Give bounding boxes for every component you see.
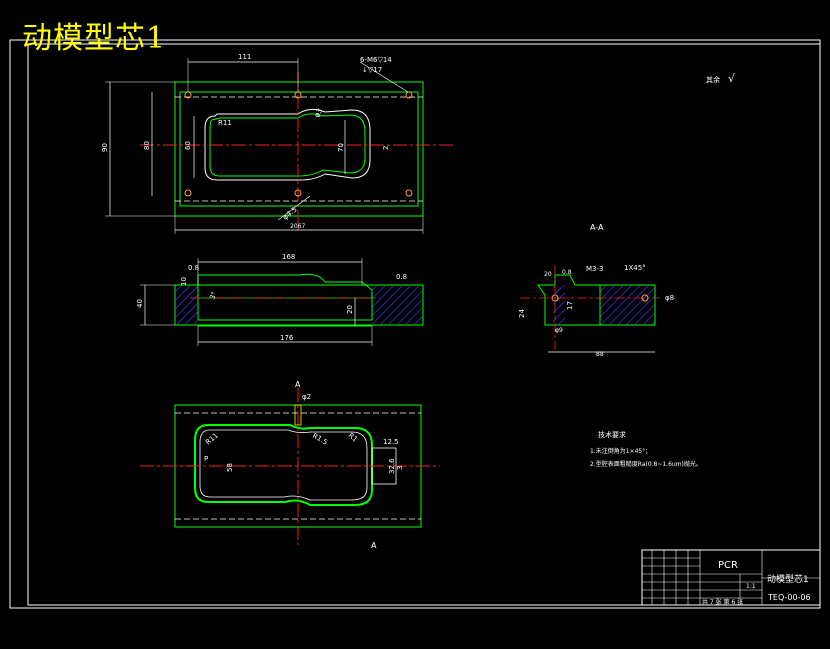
roughness-corner: 其余 √ bbox=[706, 72, 736, 85]
bottom-label-a-top: A bbox=[295, 380, 301, 389]
top-phi: φ3 bbox=[313, 107, 324, 119]
bottom-radius-1: R11 bbox=[204, 432, 220, 447]
detail-view: A-A 88 20 0.8 M3-3 1X45° 24 17 φ8 φ9 bbox=[518, 223, 674, 358]
section-profile bbox=[197, 273, 373, 321]
title-block-part-name: 动模型芯1 bbox=[767, 573, 809, 585]
detail-dim-b: 0.8 bbox=[562, 269, 572, 276]
bottom-dim-p: P bbox=[204, 455, 208, 463]
section-base bbox=[174, 284, 424, 326]
bottom-top-callout: φ2 bbox=[302, 393, 311, 401]
depth-callout: ↓▽17 bbox=[362, 66, 382, 74]
bottom-callout: φ4.5 bbox=[281, 206, 298, 222]
roughness-left: 0.8 bbox=[188, 264, 199, 272]
title-block-drawing-number: TEQ-00-06 bbox=[767, 593, 811, 602]
inner-frame bbox=[27, 43, 821, 606]
bottom-dim-right-3: 3 bbox=[396, 466, 404, 470]
detail-profile bbox=[537, 274, 601, 326]
note-item: 1.未注倒角为1×45°； bbox=[590, 447, 651, 455]
top-dim-right: 70 bbox=[337, 143, 345, 152]
section-dim-left: 40 bbox=[136, 299, 144, 308]
roughness-symbol-icon: √ bbox=[728, 72, 736, 85]
bottom-dim-right-2: 32.6 bbox=[388, 458, 396, 474]
bottom-dim-right-1: 12.5 bbox=[383, 438, 399, 446]
top-dim-inner: 60 bbox=[184, 141, 192, 150]
top-dim-slot: 2 bbox=[382, 146, 390, 150]
section-dim-right: 20 bbox=[346, 305, 354, 314]
screw-hole-icon bbox=[184, 189, 192, 197]
detail-title: A-A bbox=[590, 223, 604, 232]
detail-hole-icon bbox=[641, 294, 649, 302]
bottom-dim-left: 58 bbox=[226, 463, 234, 472]
section-dim-top: 168 bbox=[282, 253, 295, 261]
screw-hole-icon bbox=[405, 91, 413, 99]
roughness-right: 0.8 bbox=[396, 273, 407, 281]
top-radius: R11 bbox=[218, 119, 232, 127]
drawing-title: 动模型芯1 bbox=[22, 21, 167, 56]
title-block-company: PCR bbox=[718, 560, 738, 571]
top-cavity-outline bbox=[204, 108, 371, 181]
bottom-radius-2: R1.5 bbox=[311, 432, 329, 447]
detail-dim-a: 20 bbox=[544, 271, 552, 278]
technical-notes: 技术要求 1.未注倒角为1×45°； 2.型腔表面粗糙度Ra(0.8~1.6um… bbox=[590, 430, 702, 468]
top-dim-left-inner: 80 bbox=[143, 141, 151, 150]
detail-dim-thread: M3-3 bbox=[586, 265, 603, 273]
detail-chamfer: 1X45° bbox=[624, 264, 646, 272]
roughness-corner-label: 其余 bbox=[706, 75, 720, 84]
detail-phi-bottom: φ9 bbox=[555, 327, 563, 334]
detail-hatch-right bbox=[600, 285, 655, 325]
section-dim-small: 10 bbox=[180, 277, 188, 286]
bottom-radius-3: R1 bbox=[347, 431, 359, 443]
section-view: 168 40 20 176 0.8 0.8 3° 10 bbox=[136, 253, 424, 346]
top-dim-bottom: 2067 bbox=[290, 223, 305, 230]
detail-dim-bottom: 88 bbox=[596, 351, 604, 358]
thread-callout: 6-M6▽14 bbox=[360, 56, 392, 64]
top-dim-top: 111 bbox=[238, 53, 251, 61]
title-block: PCR 动模型芯1 TEQ-00-06 1:1 共 7 张 第 6 张 bbox=[641, 549, 821, 606]
title-block-sheet-info: 共 7 张 第 6 张 bbox=[702, 598, 743, 606]
top-view: 111 90 80 60 2067 R11 6-M6▽14 ↓▽17 70 2 … bbox=[101, 53, 455, 234]
bottom-label-a-bottom: A bbox=[371, 541, 377, 550]
section-angle: 3° bbox=[208, 290, 218, 300]
bottom-cavity-outer bbox=[194, 424, 373, 506]
note-item: 2.型腔表面粗糙度Ra(0.8~1.6um)抛光。 bbox=[590, 460, 702, 468]
detail-dim-left: 24 bbox=[518, 309, 526, 318]
top-dim-left: 90 bbox=[101, 143, 109, 152]
top-view-outline bbox=[174, 81, 424, 217]
screw-hole-icon bbox=[405, 189, 413, 197]
section-hatch-left bbox=[176, 286, 198, 324]
title-block-scale: 1:1 bbox=[746, 583, 756, 590]
detail-hole-icon bbox=[551, 294, 559, 302]
detail-dim-mid: 17 bbox=[566, 301, 574, 310]
bottom-view: A A 58 P R11 R1.5 R1 12.5 32.6 3 φ2 bbox=[140, 380, 440, 550]
screw-hole-icon bbox=[294, 189, 302, 197]
notes-heading: 技术要求 bbox=[598, 430, 626, 439]
section-dim-bottom: 176 bbox=[280, 334, 294, 342]
section-hatch-right bbox=[372, 286, 422, 324]
detail-phi-right: φ8 bbox=[665, 294, 674, 302]
